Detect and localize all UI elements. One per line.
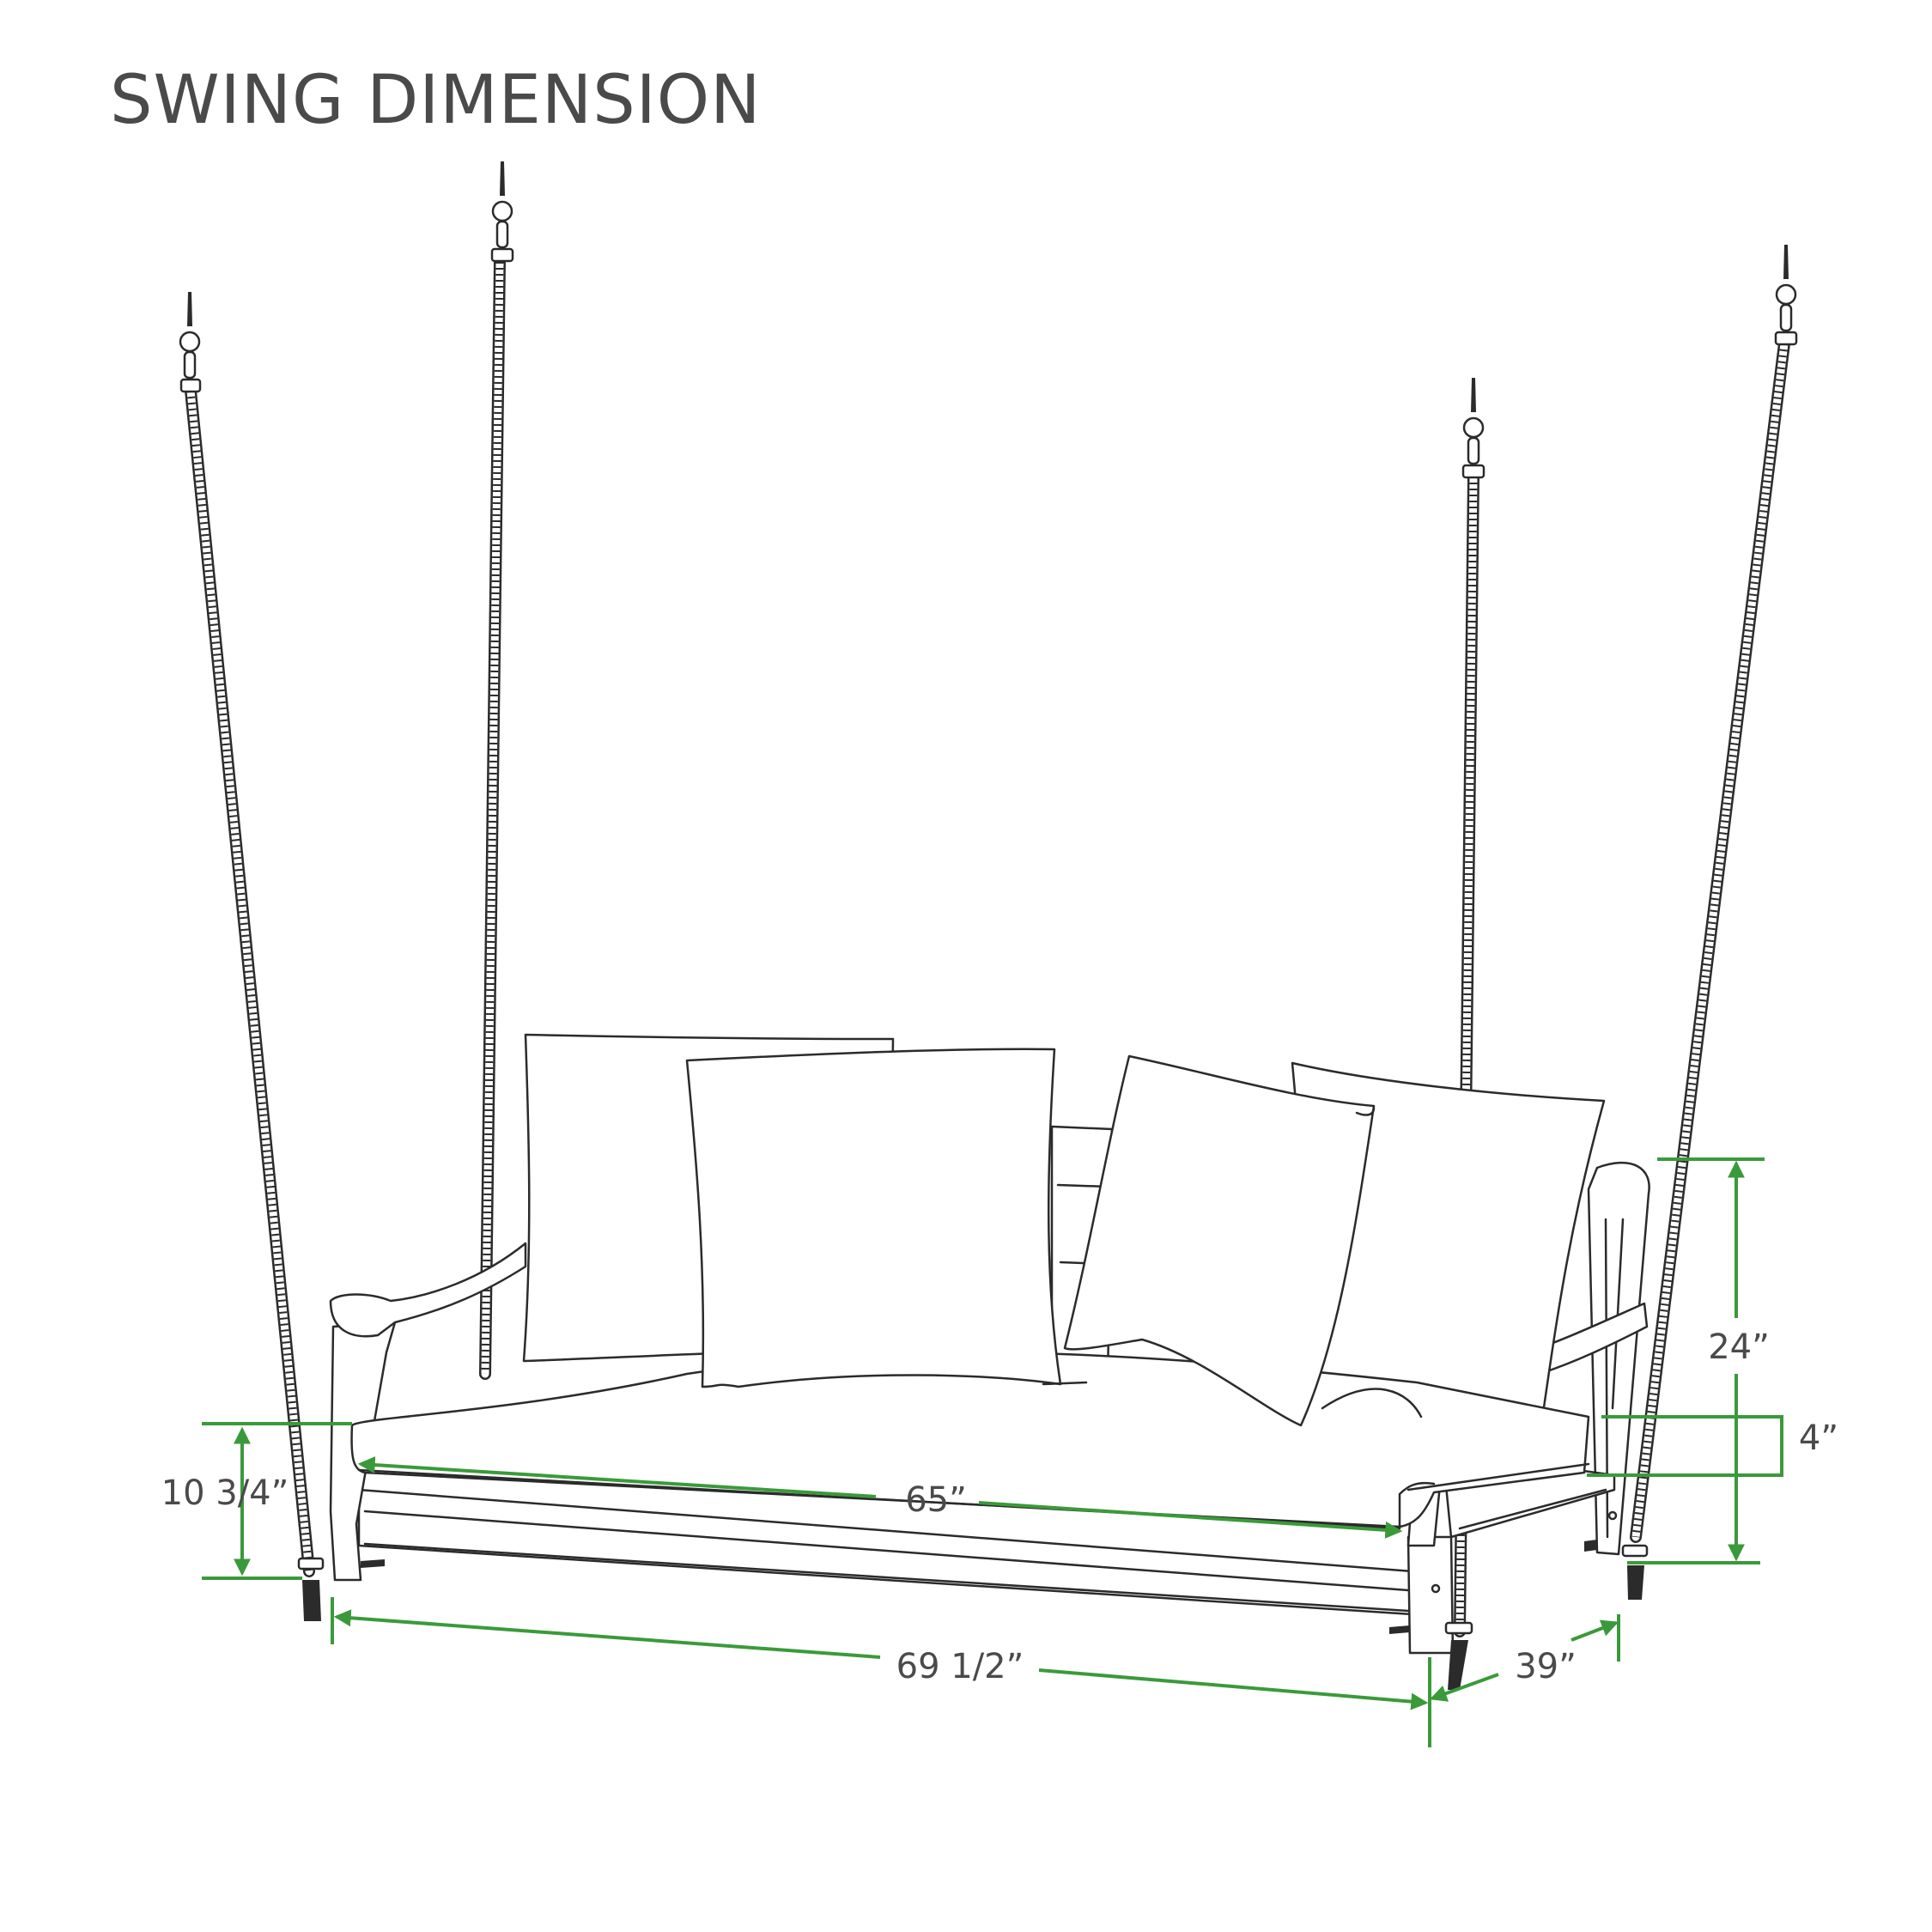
ceiling-hook-front-left <box>179 292 202 393</box>
rope-front-left <box>185 385 315 1577</box>
label-depth: 39” <box>1515 1647 1577 1686</box>
dimension-cushion-thickness: 4” <box>1587 1415 1838 1477</box>
dimension-depth: 39” <box>1429 1614 1620 1702</box>
rope-tassels <box>297 1544 1649 1690</box>
ceiling-hook-front-right <box>1774 245 1798 346</box>
label-seat-height: 10 3/4” <box>161 1473 289 1513</box>
label-seat-width: 65” <box>905 1480 967 1520</box>
dimension-seat-height: 10 3/4” <box>161 1422 352 1580</box>
rope-front-right <box>1630 337 1790 1543</box>
ceiling-hook-back-left <box>490 161 514 263</box>
rope-back-left <box>479 256 506 1380</box>
label-back-height: 24” <box>1708 1327 1770 1367</box>
dimension-overall-width: 69 1/2” <box>331 1597 1431 1747</box>
throw-pillows <box>685 1048 1423 1427</box>
ceiling-hook-back-right <box>1461 378 1485 479</box>
page-title: SWING DIMENSION <box>110 62 762 139</box>
label-overall-width: 69 1/2” <box>896 1647 1024 1686</box>
label-cushion-thickness: 4” <box>1799 1419 1838 1458</box>
dimension-seat-width: 65” <box>357 1456 1403 1539</box>
dimension-back-height: 24” <box>1627 1157 1770 1564</box>
